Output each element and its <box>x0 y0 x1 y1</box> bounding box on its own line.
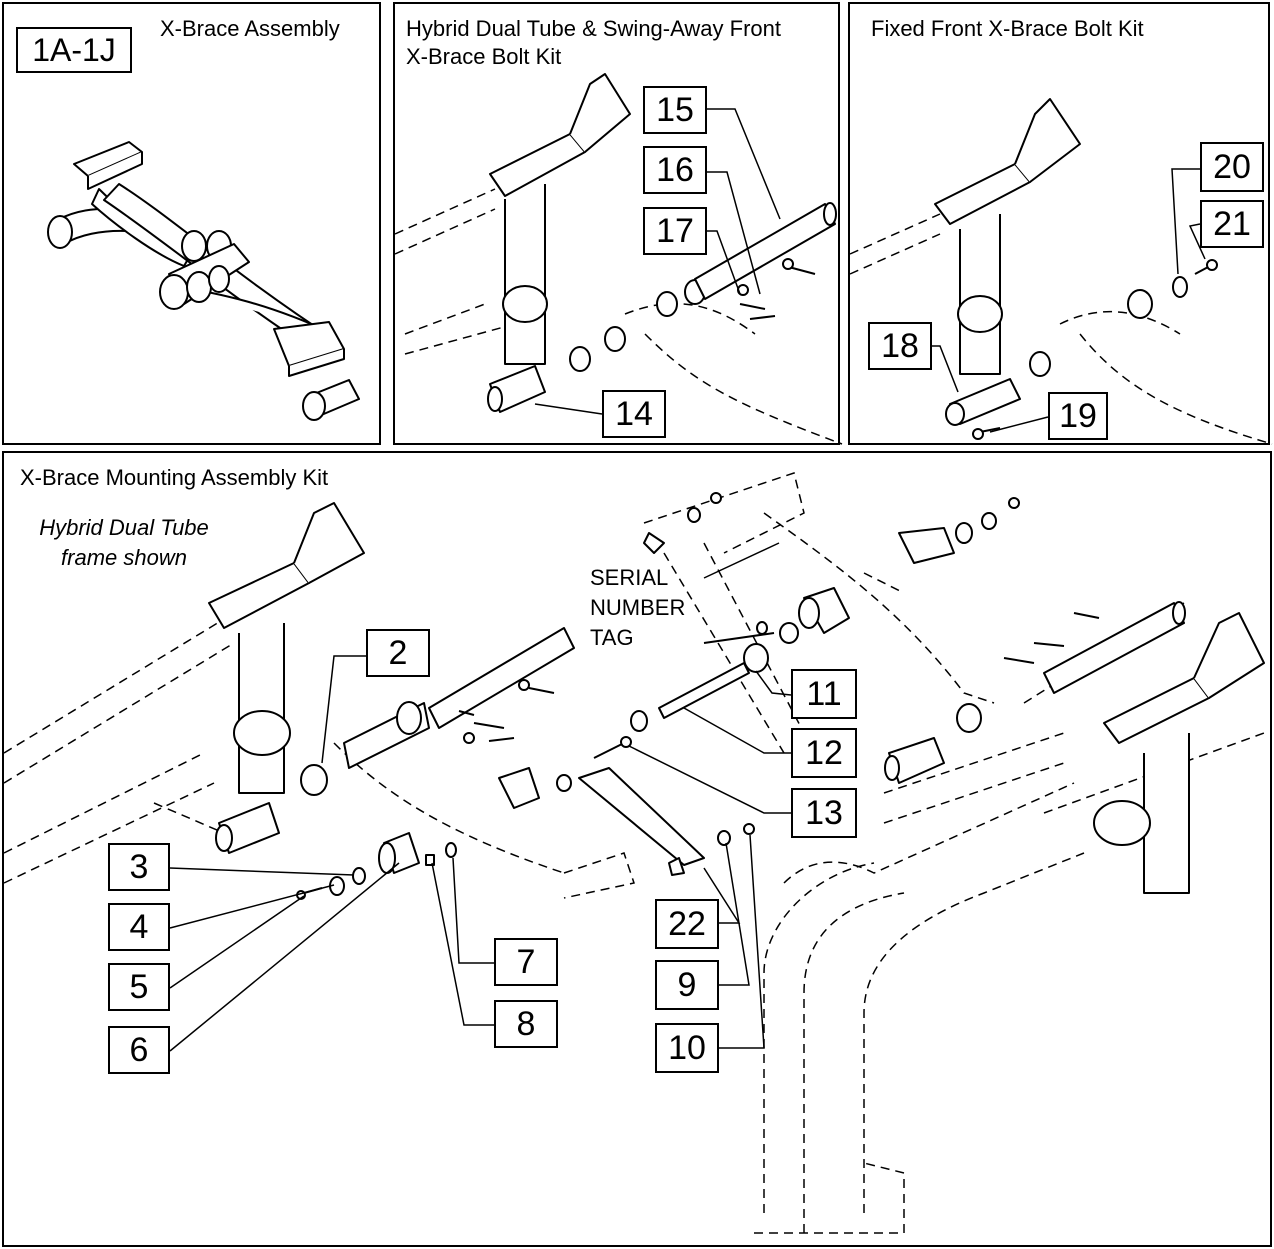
callout-8: 8 <box>494 1000 558 1048</box>
assembly-badge: 1A-1J <box>16 27 132 73</box>
callout-13: 13 <box>791 788 857 838</box>
panel-title: Fixed Front X-Brace Bolt Kit <box>871 16 1144 41</box>
xbrace-assembly-drawing <box>47 141 360 421</box>
callout-16: 16 <box>643 146 707 194</box>
panel-hybrid-kit: Hybrid Dual Tube & Swing-Away Front X-Br… <box>393 2 843 445</box>
callout-22: 22 <box>655 899 719 949</box>
panel-fixed-kit: Fixed Front X-Brace Bolt Kit <box>848 2 1273 445</box>
callout-5: 5 <box>108 963 170 1011</box>
serial-tag-label-line2: NUMBER <box>590 595 686 620</box>
panel-title: X-Brace Assembly <box>160 16 340 41</box>
callout-11: 11 <box>791 669 857 719</box>
panel-title-line1: Hybrid Dual Tube & Swing-Away Front <box>406 16 781 41</box>
panel-xbrace-assembly: 1A-1J X-Brace Assembly <box>2 2 381 445</box>
callout-19: 19 <box>1048 392 1108 440</box>
callout-20: 20 <box>1200 142 1264 192</box>
fixed-kit-drawing <box>849 98 1273 445</box>
callout-12: 12 <box>791 728 857 778</box>
callout-18: 18 <box>868 322 932 370</box>
callout-17: 17 <box>643 207 707 255</box>
callout-2: 2 <box>366 629 430 677</box>
hybrid-kit-drawing <box>394 73 843 445</box>
callout-7: 7 <box>494 938 558 986</box>
callout-4: 4 <box>108 903 170 951</box>
callout-15: 15 <box>643 86 707 134</box>
panel-title-line2: X-Brace Bolt Kit <box>406 44 562 69</box>
callout-14: 14 <box>602 390 666 438</box>
callout-6: 6 <box>108 1026 170 1074</box>
callout-3: 3 <box>108 843 170 891</box>
panel-title: X-Brace Mounting Assembly Kit <box>20 465 329 490</box>
callout-9: 9 <box>655 960 719 1010</box>
serial-tag-label-line3: TAG <box>590 625 634 650</box>
callout-10: 10 <box>655 1023 719 1073</box>
mounting-kit-drawing <box>3 472 1265 1234</box>
callout-21: 21 <box>1200 200 1264 248</box>
serial-tag-label-line1: SERIAL <box>590 565 669 590</box>
panel-mounting-kit: X-Brace Mounting Assembly Kit Hybrid Dua… <box>2 451 1272 1247</box>
frame-note-line2: frame shown <box>61 545 187 570</box>
frame-note-line1: Hybrid Dual Tube <box>39 515 209 540</box>
